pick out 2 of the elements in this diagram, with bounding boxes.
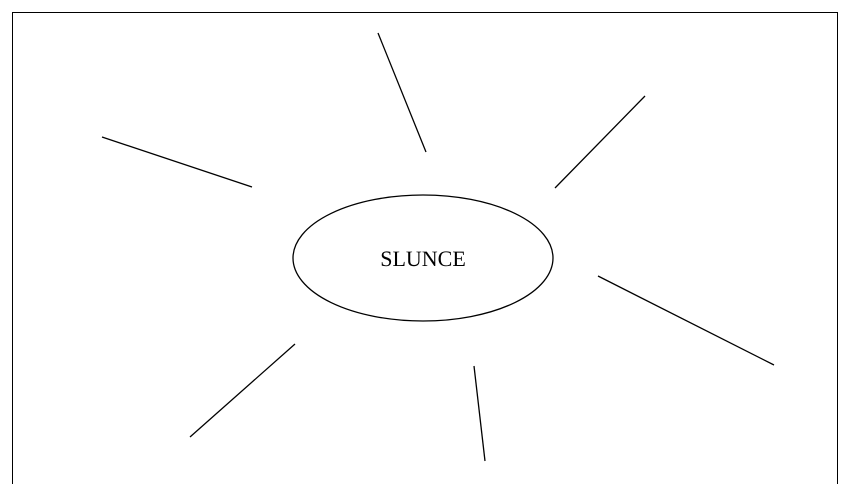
- node-label: SLUNCE: [380, 244, 466, 272]
- ellipse-node: [292, 194, 554, 322]
